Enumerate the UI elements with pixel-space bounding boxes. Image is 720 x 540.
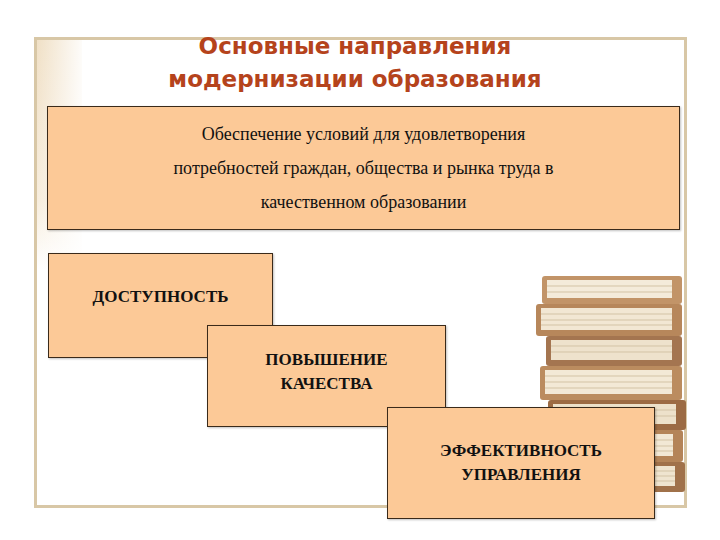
box-text: Обеспечение условий для удовлетворения п… bbox=[158, 117, 569, 219]
goal-box: Обеспечение условий для удовлетворения п… bbox=[47, 106, 680, 230]
direction-box: ЭФФЕКТИВНОСТЬ УПРАВЛЕНИЯ bbox=[387, 407, 655, 519]
box-text: ЭФФЕКТИВНОСТЬ УПРАВЛЕНИЯ bbox=[398, 439, 644, 487]
box-text: ПОВЫШЕНИЕ КАЧЕСТВА bbox=[218, 348, 435, 396]
box-text: ДОСТУПНОСТЬ bbox=[93, 285, 229, 309]
slide-title: Основные направления модернизации образо… bbox=[120, 30, 590, 96]
